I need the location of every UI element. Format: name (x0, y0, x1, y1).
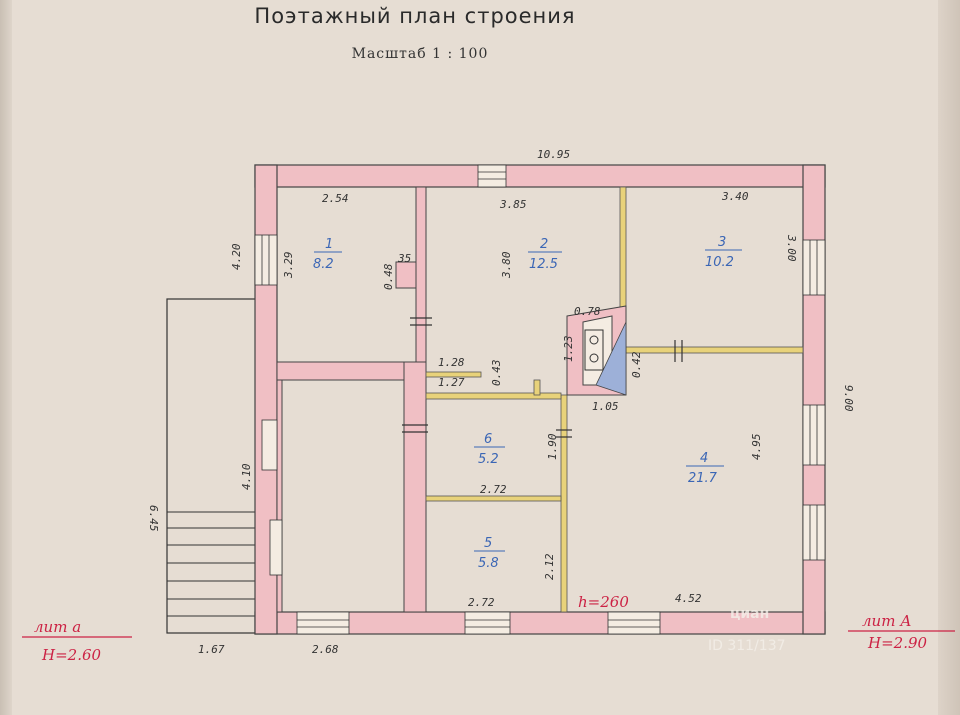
dim-r4-width: 4.52 (675, 592, 702, 605)
lit-a-note: лит а Н=2.60 (22, 618, 132, 664)
dim-r5-width: 2.72 (468, 596, 495, 609)
dim-r6-width: 2.72 (480, 483, 507, 496)
stairs (167, 511, 262, 617)
watermark: циан ID 311/137 (708, 606, 786, 654)
paper-left-edge (0, 0, 12, 715)
dim-r3-width: 3.40 (721, 190, 749, 203)
dim-niche-a: 0.48 (382, 263, 395, 290)
room-4: 4 21.7 (686, 451, 724, 486)
svg-text:6: 6 (484, 432, 492, 447)
door-marks (402, 317, 683, 438)
svg-text:10.2: 10.2 (705, 255, 734, 270)
paper-right-edge (938, 0, 960, 715)
niche (395, 261, 417, 289)
svg-text:5.8: 5.8 (478, 556, 499, 571)
outer-walls (254, 164, 826, 635)
dim-veranda: 1.67 (198, 643, 225, 656)
dim-r1-depth: 3.29 (282, 252, 295, 280)
svg-text:21.7: 21.7 (688, 471, 718, 486)
room-6: 6 5.2 (474, 432, 505, 467)
dim-total-depth: 9.00 (842, 385, 855, 412)
svg-text:8.2: 8.2 (313, 257, 334, 272)
svg-text:1: 1 (325, 237, 333, 252)
windows (254, 164, 826, 635)
svg-text:циан: циан (730, 606, 769, 622)
dim-stove-d: 1.05 (592, 400, 619, 413)
plan-scale: Масштаб 1 : 100 (351, 46, 489, 62)
room-1: 1 8.2 (313, 237, 342, 272)
svg-text:5.2: 5.2 (478, 452, 499, 467)
dim-r2-width: 3.85 (499, 198, 527, 211)
room-3: 3 10.2 (705, 235, 742, 270)
svg-text:лит а: лит а (34, 618, 81, 636)
svg-text:3: 3 (718, 235, 726, 250)
dim-r6-depth: 1.90 (546, 433, 559, 460)
svg-text:лит А: лит А (862, 612, 912, 630)
dim-left-depth: 6.45 (147, 505, 160, 532)
dim-stove-a: 0.78 (574, 305, 601, 318)
dim-r3-depth: 3.00 (785, 234, 798, 262)
room-5: 5 5.8 (474, 536, 505, 571)
dim-r2-depth: 3.80 (500, 251, 513, 279)
lit-A-note: лит А Н=2.90 (848, 612, 955, 652)
dim-hall-depth: 4.10 (240, 463, 253, 490)
dim-hall-width: 2.68 (312, 643, 339, 656)
dim-r5-depth: 2.12 (543, 553, 556, 580)
dim-small-b: 0.43 (490, 360, 503, 387)
svg-text:2: 2 (540, 237, 548, 252)
dim-stove-c: 0.42 (630, 351, 643, 378)
stove (566, 305, 627, 396)
dim-total-width: 10.95 (537, 148, 570, 161)
dim-left-wall: 4.20 (230, 243, 243, 270)
dim-niche-b: 35 (397, 252, 411, 265)
svg-text:Н=2.90: Н=2.90 (867, 634, 928, 652)
dim-r4-depth: 4.95 (750, 434, 763, 461)
dim-stove-b: 1.23 (562, 336, 575, 363)
svg-text:Н=2.60: Н=2.60 (41, 646, 102, 664)
dim-small-a: 1.27 (438, 376, 465, 389)
height-mark: h=260 (578, 593, 629, 611)
svg-text:5: 5 (484, 536, 492, 551)
plan-title: Поэтажный план строения (254, 4, 576, 28)
dim-corridor: 1.28 (438, 356, 465, 369)
svg-text:ID 311/137: ID 311/137 (708, 638, 786, 654)
inner-walls (276, 186, 427, 613)
svg-text:12.5: 12.5 (529, 257, 558, 272)
room-2: 2 12.5 (528, 237, 562, 272)
dim-r1-width: 2.54 (322, 192, 349, 205)
svg-text:4: 4 (700, 451, 708, 466)
